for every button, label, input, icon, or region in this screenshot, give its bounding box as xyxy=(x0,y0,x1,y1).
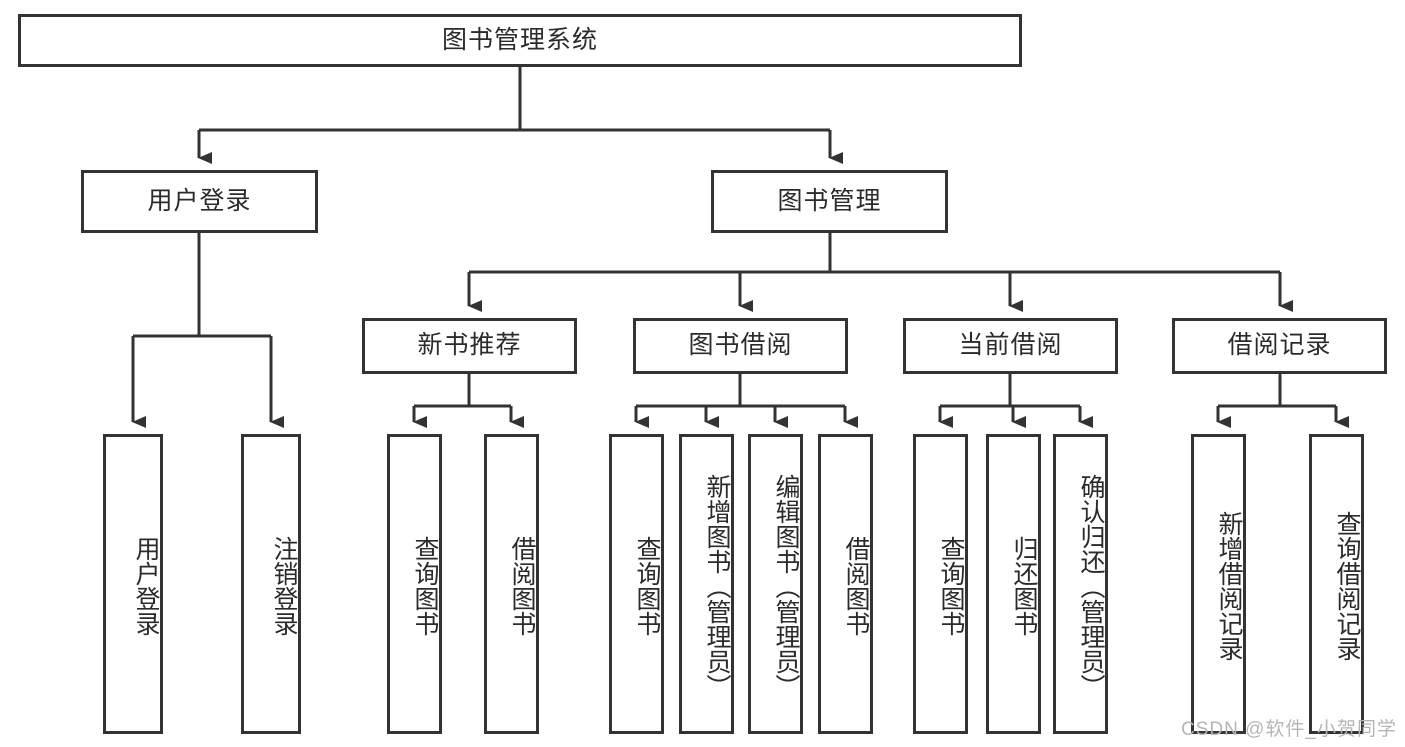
leaf-node-借阅图书-7[interactable]: 借阅图书 xyxy=(818,434,873,734)
node-label: 查询图书 xyxy=(937,536,965,636)
node-用户登录-0[interactable]: 用户登录 xyxy=(81,170,318,233)
leaf-node-归还图书-9[interactable]: 归还图书 xyxy=(986,434,1041,734)
node-新书推荐-0[interactable]: 新书推荐 xyxy=(362,318,577,374)
node-label: 查询借阅记录 xyxy=(1333,511,1361,661)
leaf-node-查询图书-4[interactable]: 查询图书 xyxy=(609,434,664,734)
node-label: 归还图书 xyxy=(1010,536,1038,636)
leaf-node-确认归还管理员-10[interactable]: 确认归还（管理员） xyxy=(1053,434,1108,734)
leaf-node-查询借阅记录-12[interactable]: 查询借阅记录 xyxy=(1309,434,1364,734)
watermark-text: CSDN @软件_小贺同学 xyxy=(1181,719,1397,740)
root-node-图书管理系统[interactable]: 图书管理系统 xyxy=(18,14,1022,67)
node-label: 确认归还（管理员） xyxy=(1077,473,1105,699)
leaf-node-新增图书管理员-5[interactable]: 新增图书（管理员） xyxy=(679,434,734,734)
node-label: 图书借阅 xyxy=(688,331,793,360)
node-label: 用户登录 xyxy=(132,536,160,636)
node-label: 新增借阅记录 xyxy=(1215,511,1243,661)
node-label: 注销登录 xyxy=(270,536,298,636)
node-label: 查询图书 xyxy=(411,536,439,636)
leaf-node-查询图书-8[interactable]: 查询图书 xyxy=(913,434,968,734)
leaf-node-查询图书-2[interactable]: 查询图书 xyxy=(387,434,442,734)
node-label: 当前借阅 xyxy=(958,331,1063,360)
node-label: 借阅图书 xyxy=(508,536,536,636)
node-label: 新书推荐 xyxy=(417,331,522,360)
node-label: 图书管理 xyxy=(777,186,882,215)
node-label: 借阅图书 xyxy=(842,536,870,636)
leaf-node-新增借阅记录-11[interactable]: 新增借阅记录 xyxy=(1191,434,1246,734)
node-当前借阅-2[interactable]: 当前借阅 xyxy=(903,318,1118,374)
node-label: 新增图书（管理员） xyxy=(703,473,731,699)
leaf-node-编辑图书管理员-6[interactable]: 编辑图书（管理员） xyxy=(748,434,803,734)
node-图书借阅-1[interactable]: 图书借阅 xyxy=(633,318,848,374)
leaf-node-用户登录-0[interactable]: 用户登录 xyxy=(103,434,163,734)
node-label: 借阅记录 xyxy=(1227,331,1332,360)
node-label: 用户登录 xyxy=(147,186,252,215)
node-label: 编辑图书（管理员） xyxy=(772,473,800,699)
node-label: 图书管理系统 xyxy=(441,25,598,54)
leaf-node-借阅图书-3[interactable]: 借阅图书 xyxy=(484,434,539,734)
node-label: 查询图书 xyxy=(633,536,661,636)
node-借阅记录-3[interactable]: 借阅记录 xyxy=(1172,318,1387,374)
node-图书管理-1[interactable]: 图书管理 xyxy=(711,170,948,233)
leaf-node-注销登录-1[interactable]: 注销登录 xyxy=(241,434,301,734)
